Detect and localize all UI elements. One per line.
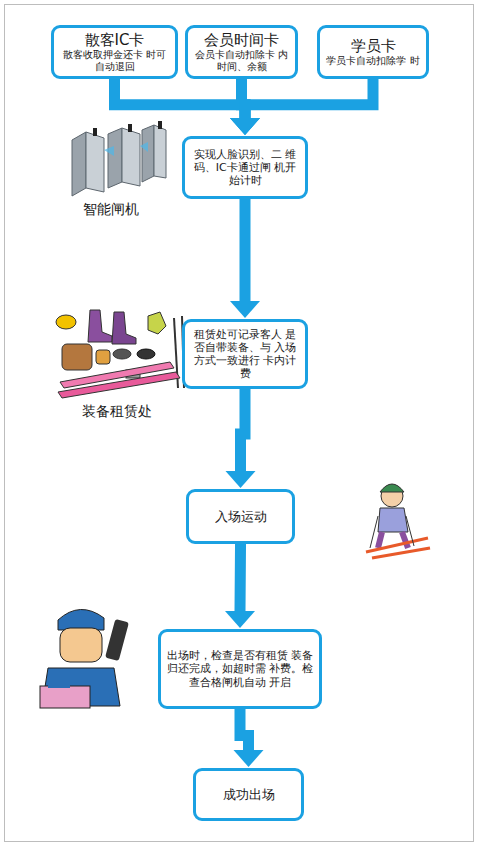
box-text: 租赁处可记录客人 是否自带装备、与 入场方式一致进行 卡内计费 <box>190 328 300 381</box>
skier-illustration <box>366 484 430 558</box>
flow-arrow <box>230 202 260 318</box>
card-box: 会员时间卡会员卡自动扣除卡 内时间、余额 <box>185 25 298 79</box>
card-title: 散客IC卡 <box>85 31 145 49</box>
card-box: 散客IC卡散客收取押金还卡 时可自动退回 <box>51 25 178 79</box>
card-box: 学员卡学员卡自动扣除学 时 <box>317 25 429 79</box>
gate-illustration <box>72 121 166 196</box>
page-frame <box>5 5 474 842</box>
box-text: 入场运动 <box>215 509 267 525</box>
card-title: 学员卡 <box>351 37 396 55</box>
process-box: 入场运动 <box>186 489 295 544</box>
box-text: 学员卡自动扣除学 时 <box>326 55 419 67</box>
process-box: 实现人脸识别、二 维码、IC卡通过闸 机开始计时 <box>182 136 308 199</box>
illustration-label: 智能闸机 <box>83 201 139 219</box>
box-text: 成功出场 <box>223 787 275 803</box>
process-box: 租赁处可记录客人 是否自带装备、与 入场方式一致进行 卡内计费 <box>182 319 308 389</box>
flow-arrow <box>226 389 256 488</box>
illustration-label: 装备租赁处 <box>82 403 152 421</box>
process-box: 成功出场 <box>193 768 304 821</box>
staff-illustration <box>40 609 129 708</box>
process-box: 出场时，检查是否有租赁 装备归还完成，如超时需 补费。检查合格闸机自动 开启 <box>158 629 322 709</box>
box-text: 出场时，检查是否有租赁 装备归还完成，如超时需 补费。检查合格闸机自动 开启 <box>166 649 314 689</box>
box-text: 实现人脸识别、二 维码、IC卡通过闸 机开始计时 <box>190 148 300 188</box>
card-title: 会员时间卡 <box>204 31 279 49</box>
flow-arrow <box>230 79 373 135</box>
box-text: 散客收取押金还卡 时可自动退回 <box>59 49 170 73</box>
flow-arrow <box>234 709 264 767</box>
flow-arrow <box>115 79 261 135</box>
flow-arrow <box>225 547 255 628</box>
equipment-illustration <box>56 310 184 398</box>
box-text: 会员卡自动扣除卡 内时间、余额 <box>193 49 290 73</box>
